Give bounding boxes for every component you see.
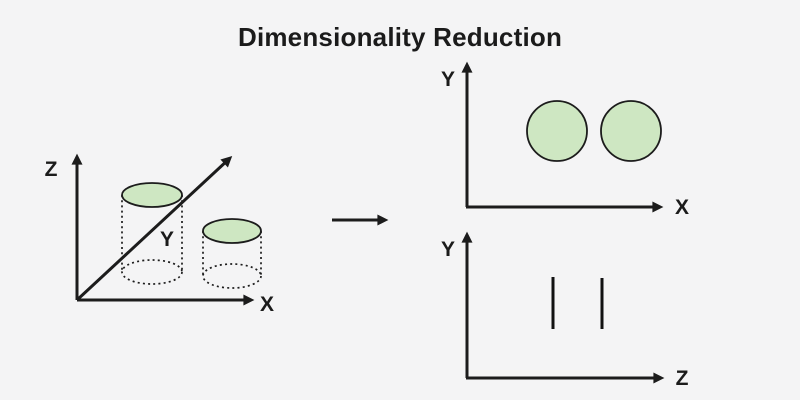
axis-label-z: Z (676, 367, 689, 390)
plot-zy: Y Z (441, 231, 689, 390)
page-title: Dimensionality Reduction (237, 22, 563, 52)
axis-label-y: Y (441, 68, 455, 91)
axis-label-y: Y (441, 238, 455, 261)
cylinder-right-top-ellipse (202, 218, 262, 244)
axis-label-y: Y (160, 228, 174, 251)
plot-xy: Y X (441, 61, 689, 219)
cylinder-right (202, 218, 262, 289)
data-circle-left (526, 100, 588, 162)
cylinder-right-bottom-ellipse (202, 263, 262, 289)
axis-label-z: Z (45, 158, 58, 181)
y-axis-line (75, 156, 233, 302)
cylinder-left-bottom-ellipse (121, 259, 183, 285)
plot-3d: Z X Y (45, 153, 274, 316)
data-circle-right (600, 100, 662, 162)
axis-label-x: X (675, 196, 689, 219)
cylinder-left-top-ellipse (121, 182, 183, 208)
axis-label-x: X (260, 293, 274, 316)
